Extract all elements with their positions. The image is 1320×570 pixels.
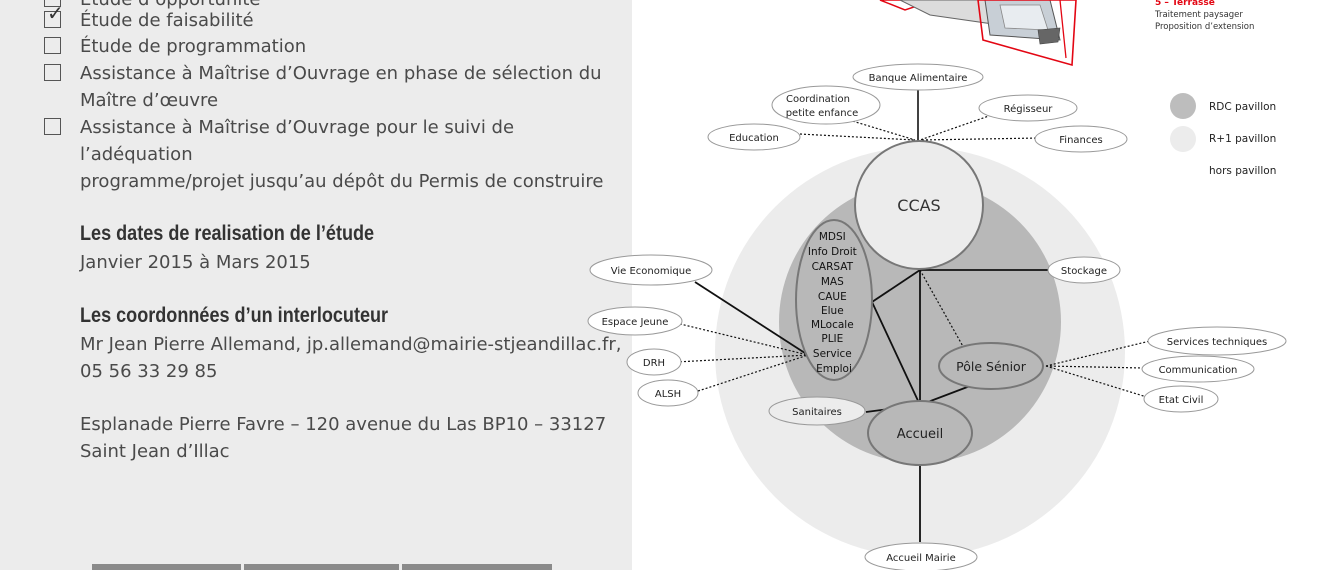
footer-tab[interactable] (244, 564, 399, 570)
checkbox-checked[interactable]: ✓ (44, 3, 64, 28)
checklist-label-line1: Assistance à Maîtrise d’Ouvrage en phase… (80, 63, 602, 84)
checkbox[interactable] (44, 118, 61, 135)
sanitaires-label: Sanitaires (792, 407, 842, 418)
connectors-solid (694, 269, 1048, 542)
partner-item: Elue (821, 305, 844, 317)
alsh-node[interactable] (637, 379, 699, 407)
checkbox[interactable] (44, 0, 61, 7)
pole-senior-label: Pôle Sénior (956, 359, 1027, 374)
partner-item: MDSI (819, 231, 846, 243)
contact-heading: Les coordonnées d’un interlocuteur (80, 304, 389, 327)
organigram-diagram: 5 – Terrasse Traitement paysager Proposi… (587, 0, 1287, 570)
checklist-label: Assistance à Maîtrise d’Ouvrage en phase… (80, 60, 602, 114)
legend-swatch-r1 (1170, 126, 1196, 152)
outer-labels: Banque Alimentaire Coordination petite e… (587, 63, 1287, 570)
checkbox[interactable] (44, 64, 61, 81)
address-line1: Esplanade Pierre Favre – 120 avenue du L… (80, 414, 607, 435)
espace-jeune-node[interactable] (587, 306, 683, 336)
education-node[interactable] (707, 123, 801, 151)
checklist-item-amo-selection[interactable]: Assistance à Maîtrise d’Ouvrage en phase… (44, 60, 602, 114)
building-drawing (879, 0, 1077, 67)
legend: RDC pavillon R+1 pavillon hors pavillon (1170, 93, 1276, 177)
ccas-node[interactable] (854, 140, 984, 270)
petite-enfance-label: petite enfance (786, 108, 859, 119)
legend-label-rdc: RDC pavillon (1209, 101, 1276, 113)
banque-node[interactable] (852, 63, 984, 91)
stockage-node[interactable] (1047, 256, 1121, 284)
coordination-label: Coordination (786, 94, 850, 105)
footer-tab[interactable] (402, 564, 552, 570)
partner-item: Service (813, 348, 852, 360)
services-techniques-label: Services techniques (1167, 337, 1267, 348)
checklist-label: Assistance à Maîtrise d’Ouvrage pour le … (80, 114, 632, 195)
drh-node[interactable] (626, 348, 682, 376)
regisseur-node[interactable] (978, 94, 1078, 122)
communication-label: Communication (1159, 365, 1238, 376)
banque-label: Banque Alimentaire (869, 73, 968, 84)
drh-label: DRH (643, 358, 665, 369)
partners-ellipse[interactable] (795, 219, 873, 381)
partners-list: MDSI Info Droit CARSAT MAS CAUE Elue MLo… (808, 231, 860, 375)
services-techniques-node[interactable] (1147, 326, 1287, 356)
accueil-mairie-label: Accueil Mairie (886, 553, 955, 564)
connectors-left (671, 321, 809, 392)
vie-economique-node[interactable] (589, 254, 713, 286)
accueil-node[interactable] (867, 400, 973, 466)
plan-legend-line1: Traitement paysager (1154, 10, 1243, 20)
address-line2: Saint Jean d’Illac (80, 441, 230, 462)
plan-legend-title: 5 – Terrasse (1155, 0, 1215, 8)
plan-legend-line2: Proposition d’extension (1155, 22, 1254, 32)
etat-civil-node[interactable] (1143, 385, 1219, 413)
checklist-item-opportunite[interactable]: Étude d’opportunité (44, 0, 261, 13)
communication-node[interactable] (1141, 355, 1255, 383)
footer-tab[interactable] (92, 564, 241, 570)
partner-item: PLIE (821, 333, 843, 345)
legend-label-r1: R+1 pavillon (1209, 133, 1276, 145)
regisseur-label: Régisseur (1004, 103, 1054, 115)
vie-economique-label: Vie Economique (611, 266, 691, 277)
contact-phone: 05 56 33 29 85 (80, 361, 218, 382)
alsh-label: ALSH (655, 389, 681, 400)
partner-item: CAUE (818, 291, 847, 303)
connectors-right (1045, 340, 1151, 399)
stockage-label: Stockage (1061, 266, 1107, 277)
sanitaires-node[interactable] (768, 396, 866, 426)
accueil-label: Accueil (897, 427, 943, 442)
legend-swatch-rdc (1170, 93, 1196, 119)
checklist-label-line2: programme/projet jusqu’au dépôt du Permi… (80, 171, 604, 192)
partner-item: Emploi (816, 363, 852, 375)
checklist-label-line2: Maître d’œuvre (80, 90, 219, 111)
finances-label: Finances (1059, 135, 1102, 146)
checklist-item-programmation[interactable]: Étude de programmation (44, 33, 306, 60)
dates-value: Janvier 2015 à Mars 2015 (80, 252, 311, 273)
left-panel: Étude d’opportunité ✓ Étude de faisabili… (0, 0, 632, 570)
checklist-item-amo-suivi[interactable]: Assistance à Maîtrise d’Ouvrage pour le … (44, 114, 632, 195)
checkbox[interactable] (44, 37, 61, 54)
partner-item: CARSAT (812, 261, 854, 273)
checklist-label: Étude d’opportunité (80, 0, 261, 13)
checklist-label: Étude de faisabilité (80, 10, 254, 31)
checkmark-icon: ✓ (47, 1, 64, 25)
legend-label-hors: hors pavillon (1209, 165, 1276, 177)
checklist-item-faisabilite[interactable]: ✓ Étude de faisabilité (44, 3, 254, 34)
ccas-label: CCAS (897, 196, 940, 215)
espace-jeune-label: Espace Jeune (602, 317, 669, 328)
contact-name-email: Mr Jean Pierre Allemand, jp.allemand@mai… (80, 334, 622, 355)
finances-node[interactable] (1034, 125, 1128, 153)
etat-civil-label: Etat Civil (1159, 395, 1204, 406)
checklist-label-line1: Assistance à Maîtrise d’Ouvrage pour le … (80, 117, 515, 165)
education-label: Education (729, 133, 779, 144)
partner-item: Info Droit (808, 246, 857, 258)
accueil-mairie-node[interactable] (864, 542, 978, 570)
partner-item: MAS (821, 276, 844, 288)
checklist-label: Étude de programmation (80, 36, 307, 57)
coordination-node[interactable] (771, 85, 881, 125)
partner-item: MLocale (811, 319, 854, 331)
pole-senior-node[interactable] (938, 342, 1044, 390)
dates-heading: Les dates de realisation de l’étude (80, 222, 375, 245)
